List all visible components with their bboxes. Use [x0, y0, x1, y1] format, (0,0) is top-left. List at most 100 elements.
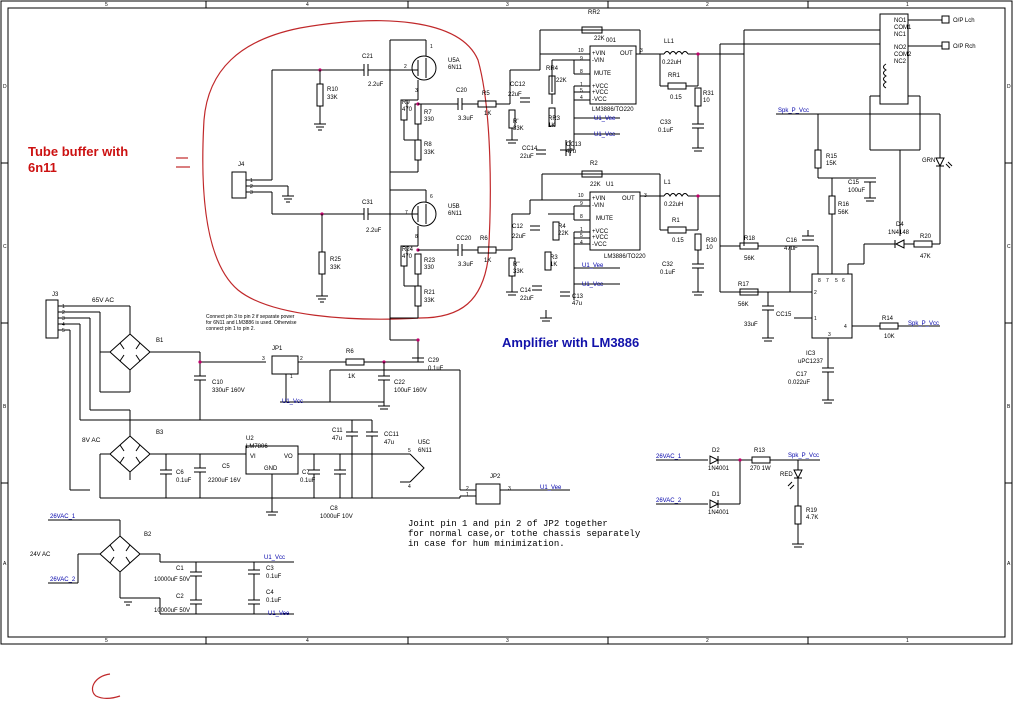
jp2-note-line-2: for normal case,or tothe chassis separat… [408, 529, 641, 539]
svg-text:24V AC: 24V AC [30, 552, 51, 558]
svg-text:330: 330 [424, 117, 435, 123]
frame-row-a: A [3, 561, 7, 567]
svg-text:R30: R30 [706, 238, 718, 244]
svg-text:1: 1 [62, 304, 65, 310]
svg-text:C33: C33 [660, 120, 672, 126]
svg-text:RED: RED [780, 472, 793, 478]
svg-text:C3: C3 [266, 566, 274, 572]
svg-text:C14: C14 [520, 288, 532, 294]
frame-row-a-right: A [1007, 561, 1011, 567]
svg-text:15K: 15K [826, 161, 837, 167]
svg-text:L1: L1 [664, 180, 671, 186]
svg-text:C1: C1 [176, 566, 184, 572]
svg-text:C16: C16 [786, 238, 798, 244]
tube-stage-b: C31 2.2uF R25 33K U5B 6N11 678 R24 470 R… [272, 189, 513, 319]
svg-text:C21: C21 [362, 54, 374, 60]
frame-col-1: 1 [906, 2, 909, 8]
svg-text:4: 4 [580, 95, 583, 101]
jumper-jp2: JP2 213 U1_Vee [330, 369, 570, 505]
pin-note-line-3: connect pin 1 to pin 2. [206, 326, 255, 332]
tube-stage-a: C21 2.2uF R10 33K U5A 6N11 123 R9 470 R7… [272, 39, 511, 190]
svg-text:R18: R18 [744, 236, 756, 242]
svg-text:0.1uF: 0.1uF [176, 478, 192, 484]
svg-text:U1_Vee: U1_Vee [268, 611, 290, 617]
svg-text:0.15: 0.15 [672, 238, 684, 244]
svg-text:-VCC: -VCC [592, 97, 607, 103]
svg-text:7: 7 [405, 210, 408, 216]
amplifier-channel-top: +VIN -VIN MUTE +VCC +VCC -VCC OUT LM3886… [506, 10, 880, 160]
svg-text:22uF: 22uF [512, 234, 526, 240]
power-amp-supply: 26VAC_1 24V AC B2 26VAC_2 U1_Vcc U1_Vee … [30, 514, 294, 617]
svg-text:U5B: U5B [448, 204, 460, 210]
svg-text:2: 2 [62, 310, 65, 316]
svg-text:D1: D1 [712, 492, 720, 498]
svg-text:0.22uH: 0.22uH [664, 202, 683, 208]
output-relay: NO1 COM1 NC1 NO2 COM2 NC2 O/P Lch O/P Rc… [869, 13, 976, 150]
svg-text:47u: 47u [572, 301, 582, 307]
frame-col-3: 3 [506, 2, 509, 8]
svg-text:33K: 33K [513, 269, 524, 275]
svg-text:8: 8 [580, 69, 583, 75]
svg-text:56K: 56K [744, 256, 755, 262]
svg-text:6N11: 6N11 [448, 65, 463, 71]
svg-text:C32: C32 [662, 262, 674, 268]
jp2-note-line-3: in case for hum minimization. [408, 539, 565, 549]
svg-text:5: 5 [62, 328, 65, 334]
svg-text:5: 5 [835, 278, 838, 284]
svg-text:R17: R17 [738, 282, 750, 288]
svg-text:1N4001: 1N4001 [708, 466, 730, 472]
svg-text:0.15: 0.15 [670, 95, 682, 101]
svg-text:100uF 160V: 100uF 160V [394, 388, 427, 394]
frame-row-d-right: D [1007, 84, 1011, 90]
svg-text:22uF: 22uF [508, 92, 522, 98]
svg-text:C17: C17 [796, 372, 808, 378]
svg-text:5: 5 [580, 88, 583, 94]
svg-text:C11: C11 [332, 428, 343, 434]
svg-text:R6: R6 [480, 236, 488, 242]
svg-text:MUTE: MUTE [596, 216, 613, 222]
svg-text:3: 3 [828, 332, 831, 338]
svg-text:2: 2 [814, 290, 817, 296]
svg-text:R3: R3 [550, 255, 558, 261]
tube-buffer-outline [202, 20, 491, 320]
svg-text:B1: B1 [156, 338, 164, 344]
svg-text:LM7806: LM7806 [246, 444, 268, 450]
svg-text:R5: R5 [482, 91, 490, 97]
svg-text:5: 5 [580, 233, 583, 239]
svg-text:8V AC: 8V AC [82, 437, 101, 444]
svg-text:R20: R20 [920, 234, 932, 240]
svg-text:uPC1237: uPC1237 [798, 359, 824, 365]
svg-text:33uF: 33uF [744, 322, 758, 328]
svg-text:C10: C10 [212, 380, 224, 386]
svg-text:47K: 47K [920, 254, 931, 260]
svg-text:OUT: OUT [620, 51, 633, 57]
svg-text:22K: 22K [556, 78, 567, 84]
svg-text:0.1uF: 0.1uF [658, 128, 674, 134]
svg-text:3: 3 [640, 48, 643, 54]
svg-text:22K: 22K [590, 182, 601, 188]
svg-text:10: 10 [578, 48, 584, 54]
connector-j4: J4 123 [231, 70, 294, 214]
svg-text:NO2: NO2 [894, 45, 907, 51]
svg-text:GRN: GRN [922, 158, 935, 164]
svg-text:R23: R23 [424, 258, 436, 264]
frame-col-1-bottom: 1 [906, 638, 909, 644]
frame-row-c-right: C [1007, 244, 1011, 250]
svg-text:C2: C2 [176, 594, 184, 600]
svg-text:470: 470 [402, 254, 413, 260]
svg-text:R7: R7 [424, 110, 432, 116]
amplifier-title: Amplifier with LM3886 [502, 335, 639, 350]
svg-text:C8: C8 [330, 506, 338, 512]
svg-text:LM3886/TO220: LM3886/TO220 [592, 107, 634, 113]
svg-text:CC12: CC12 [510, 82, 526, 88]
svg-text:1: 1 [430, 44, 433, 50]
svg-text:22uF: 22uF [520, 154, 534, 160]
svg-text:R15: R15 [826, 154, 838, 160]
frame-row-d: D [3, 84, 7, 90]
output-left-label: O/P Lch [953, 18, 975, 24]
pin-note-line-1: Connect pin 3 to pin 2 if separate power [206, 314, 295, 320]
svg-text:3: 3 [415, 88, 418, 94]
frame-col-3-bottom: 3 [506, 638, 509, 644]
svg-text:R13: R13 [754, 448, 766, 454]
svg-text:26VAC_1: 26VAC_1 [50, 514, 76, 520]
